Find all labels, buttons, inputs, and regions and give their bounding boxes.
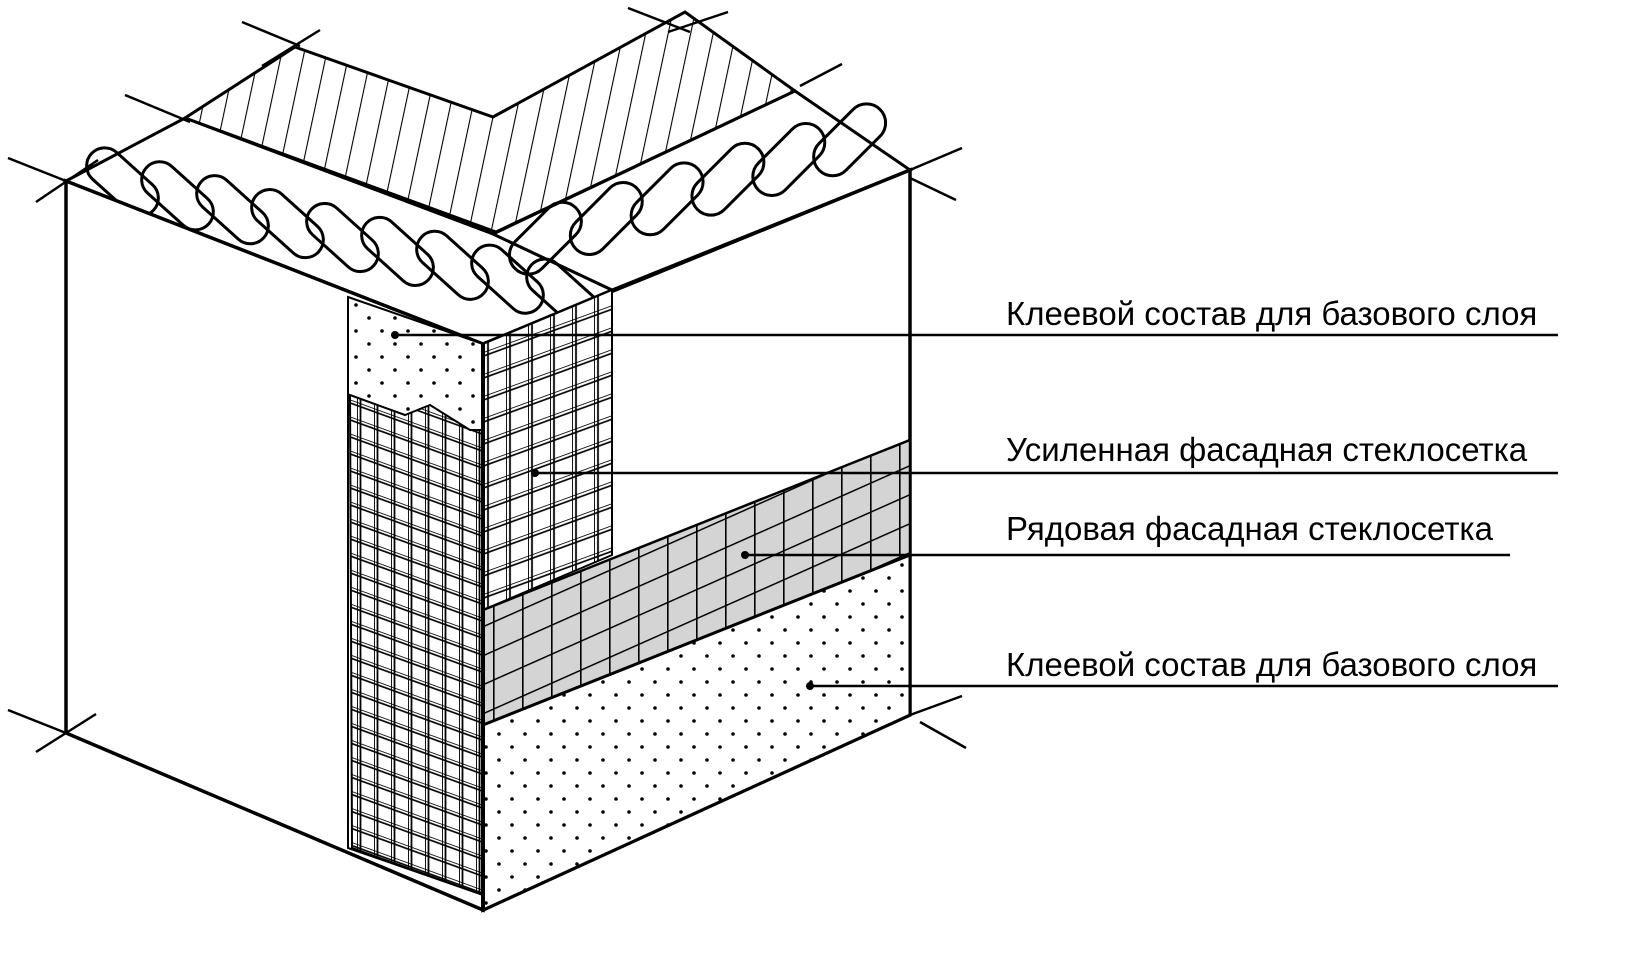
insulation-fibre-loop [751, 122, 827, 197]
insulation-fibre-loop [140, 160, 215, 232]
label-adhesive-top: Клеевой состав для базового слоя [1006, 295, 1537, 332]
insulation-fibre-loop [690, 141, 766, 217]
insulation-fibre-loop [250, 188, 325, 260]
insulation-fibre-loop [568, 181, 644, 256]
insulation-fibre-loop [470, 243, 545, 315]
insulation-fibre-loop [629, 161, 705, 237]
insulation-fibres-left [85, 146, 600, 329]
insulation-fibre-loop [507, 200, 583, 276]
insulation-fibre-loop [305, 201, 380, 274]
insulation-fibre-loop [360, 215, 435, 287]
insulation-fibre-loop [85, 146, 160, 218]
insulation-fibres-right [507, 102, 888, 276]
insulation-fibre-loop [195, 174, 270, 246]
reinforced-mesh-right-face [482, 288, 613, 612]
label-reinforced-mesh: Усиленная фасадная стеклосетка [1006, 431, 1528, 468]
leader-dots [391, 331, 814, 690]
label-regular-mesh: Рядовая фасадная стеклосетка [1006, 510, 1494, 547]
reinforced-mesh-left-face [348, 393, 484, 897]
insulation-fibre-loop [415, 229, 490, 301]
leader-lines [395, 333, 1558, 688]
dimension-ticks [7, 6, 967, 754]
label-adhesive-bottom: Клеевой состав для базового слоя [1006, 646, 1537, 683]
insulation-fibre-loop [812, 102, 888, 178]
